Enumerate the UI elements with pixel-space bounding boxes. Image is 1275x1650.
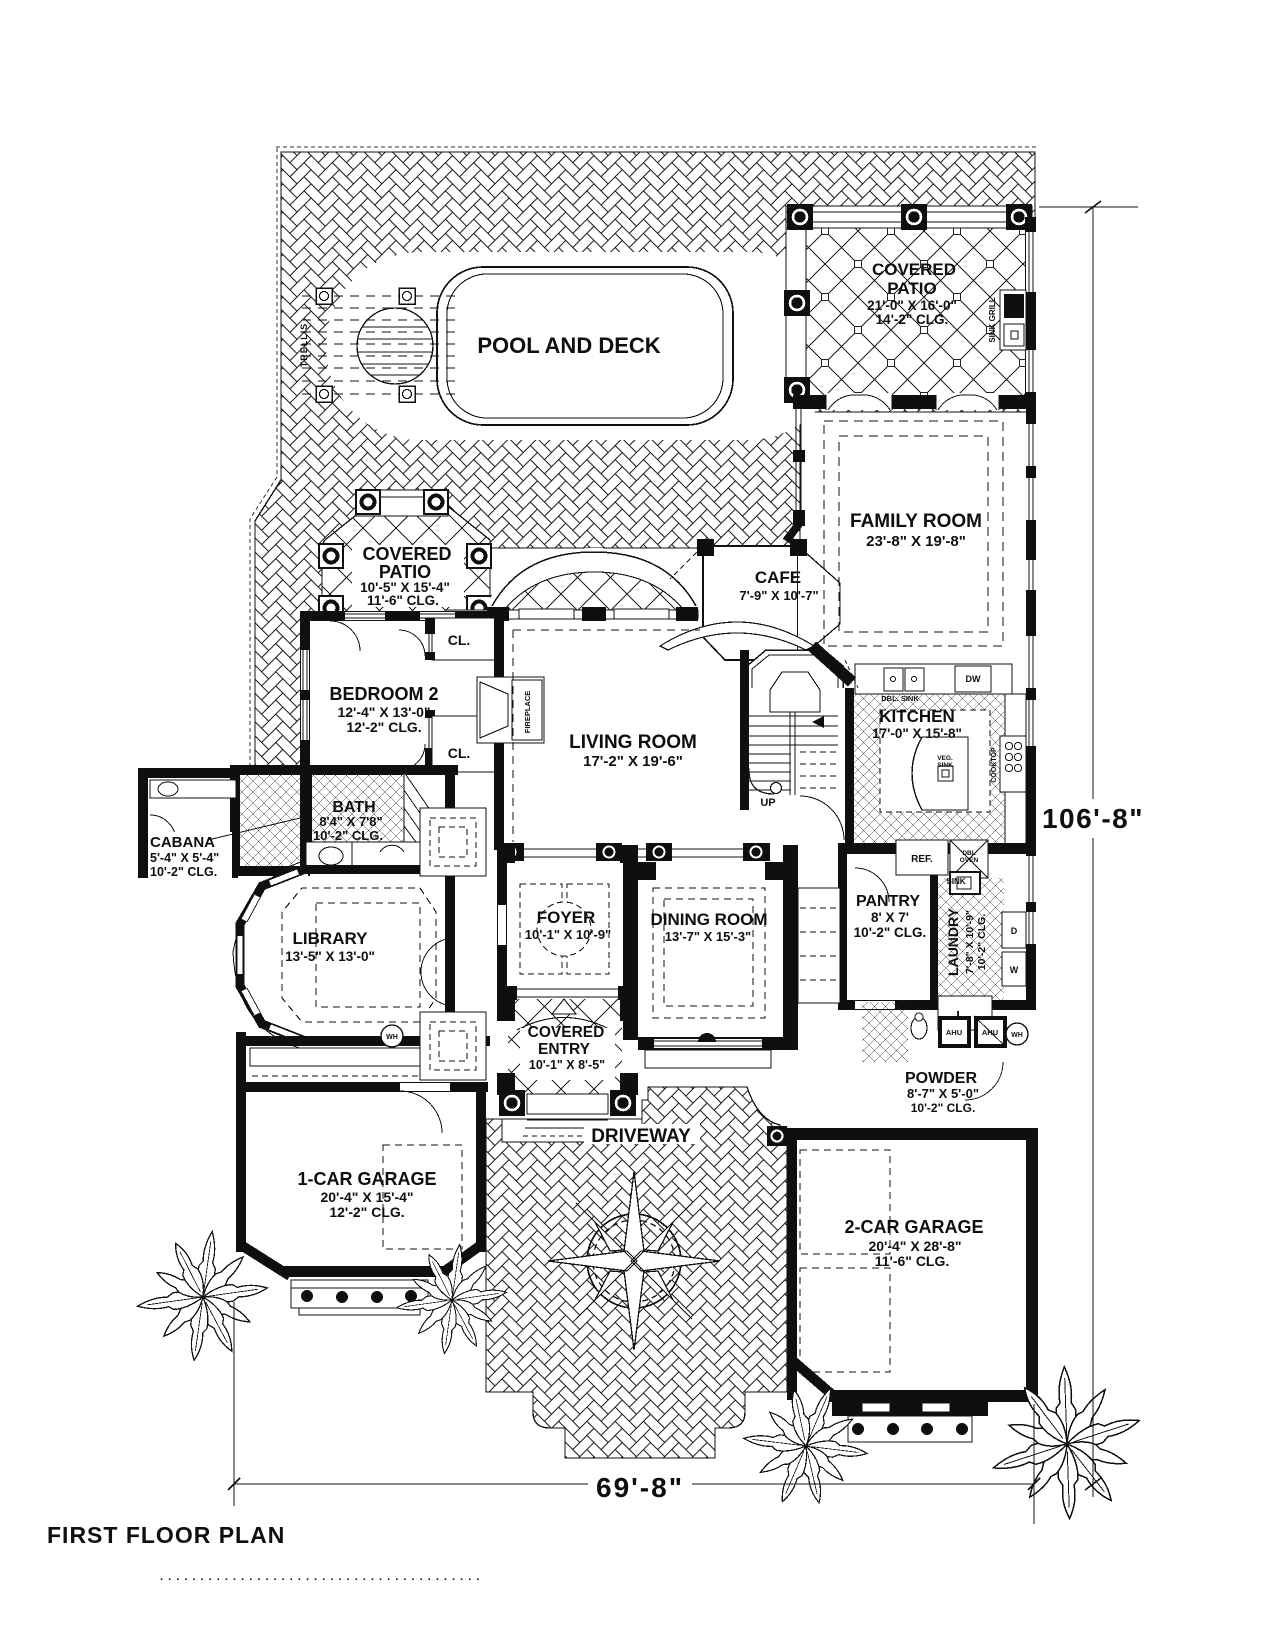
svg-text:KITCHEN: KITCHEN: [879, 707, 955, 726]
svg-text:SINK: SINK: [946, 877, 965, 886]
svg-text:7'-9" X 10'-7": 7'-9" X 10'-7": [739, 588, 818, 603]
svg-text:WH: WH: [386, 1034, 398, 1041]
svg-text:13'-7" X 15'-3": 13'-7" X 15'-3": [665, 929, 751, 944]
svg-text:DBL. SINK: DBL. SINK: [881, 694, 919, 703]
svg-text:17'-0" X 15'-8": 17'-0" X 15'-8": [872, 726, 962, 741]
svg-text:5'-4" X 5'-4": 5'-4" X 5'-4": [150, 851, 219, 865]
svg-text:13'-5" X 13'-0": 13'-5" X 13'-0": [285, 949, 375, 964]
svg-text:21'-0" X 16'-0": 21'-0" X 16'-0": [867, 298, 957, 313]
svg-text:8'4" X 7'8": 8'4" X 7'8": [319, 814, 382, 829]
svg-text:D: D: [1011, 926, 1018, 936]
svg-text:BEDROOM 2: BEDROOM 2: [329, 684, 438, 704]
svg-text:12'-2" CLG.: 12'-2" CLG.: [346, 719, 421, 735]
svg-text:LAUNDRY: LAUNDRY: [945, 907, 961, 976]
svg-text:CL.: CL.: [448, 632, 471, 648]
svg-text:DINING ROOM: DINING ROOM: [650, 910, 767, 929]
svg-text:COOKTOP: COOKTOP: [991, 747, 998, 783]
svg-text:SINK GRILL: SINK GRILL: [988, 297, 997, 342]
svg-text:20'-4" X 28'-8": 20'-4" X 28'-8": [868, 1238, 961, 1254]
svg-text:20'-4" X 15'-4": 20'-4" X 15'-4": [320, 1189, 413, 1205]
svg-text:LIVING ROOM: LIVING ROOM: [569, 732, 697, 753]
svg-text:10'-2" CLG.: 10'-2" CLG.: [854, 925, 927, 940]
svg-text:CABANA: CABANA: [150, 834, 215, 851]
svg-text:COVERED: COVERED: [362, 544, 451, 564]
svg-text:FIREPLACE: FIREPLACE: [523, 691, 532, 734]
svg-text:PATIO: PATIO: [379, 562, 431, 582]
svg-text:POOL AND DECK: POOL AND DECK: [477, 333, 660, 358]
svg-text:17'-2" X 19'-6": 17'-2" X 19'-6": [583, 753, 683, 770]
svg-text:OVEN: OVEN: [960, 857, 979, 864]
svg-text:10'-1" X 10'-9": 10'-1" X 10'-9": [525, 927, 611, 942]
svg-text:10'-2" CLG.: 10'-2" CLG.: [313, 828, 383, 843]
svg-text:COVERED: COVERED: [872, 260, 956, 279]
svg-text:BATH: BATH: [332, 799, 375, 816]
svg-text:VEG.: VEG.: [937, 755, 953, 762]
svg-text:FIRST FLOOR PLAN: FIRST FLOOR PLAN: [47, 1522, 285, 1548]
svg-text:L.: L.: [956, 1008, 968, 1023]
svg-text:PATIO: PATIO: [887, 279, 936, 298]
svg-text:TRELLIS: TRELLIS: [299, 323, 309, 368]
svg-text:2-CAR GARAGE: 2-CAR GARAGE: [844, 1217, 983, 1237]
svg-text:8' X 7': 8' X 7': [871, 910, 909, 925]
svg-text:7'-8" X 10'-9": 7'-8" X 10'-9": [964, 910, 976, 974]
svg-text:UP: UP: [760, 797, 775, 809]
svg-text:DW: DW: [966, 674, 981, 684]
svg-text:10'-2" CLG.: 10'-2" CLG.: [976, 914, 988, 971]
svg-text:10'-1" X 8'-5": 10'-1" X 8'-5": [529, 1058, 605, 1072]
svg-text:COVERED: COVERED: [528, 1024, 605, 1041]
svg-text:8'-7" X 5'-0": 8'-7" X 5'-0": [907, 1086, 979, 1101]
svg-text:DBL: DBL: [962, 850, 975, 857]
svg-text:14'-2" CLG.: 14'-2" CLG.: [876, 312, 949, 327]
svg-text:12'-4" X 13'-0": 12'-4" X 13'-0": [337, 704, 430, 720]
svg-text:LIBRARY: LIBRARY: [293, 929, 369, 948]
svg-text:FAMILY ROOM: FAMILY ROOM: [850, 511, 982, 532]
svg-text:AHU: AHU: [946, 1028, 962, 1037]
svg-text:AHU: AHU: [982, 1028, 998, 1037]
svg-text:CAFE: CAFE: [755, 568, 801, 587]
svg-text:1-CAR GARAGE: 1-CAR GARAGE: [297, 1169, 436, 1189]
svg-text:DRIVEWAY: DRIVEWAY: [591, 1126, 691, 1147]
svg-text:106'-8": 106'-8": [1042, 803, 1144, 834]
svg-text:CL.: CL.: [448, 745, 471, 761]
svg-text:PANTRY: PANTRY: [856, 893, 920, 910]
svg-text:11'-6" CLG.: 11'-6" CLG.: [367, 593, 439, 608]
svg-text:10'-2" CLG.: 10'-2" CLG.: [150, 865, 217, 879]
svg-text:FOYER: FOYER: [537, 908, 596, 927]
svg-text:10'-2" CLG.: 10'-2" CLG.: [911, 1101, 976, 1115]
svg-text:12'-2" CLG.: 12'-2" CLG.: [329, 1204, 404, 1220]
svg-text:11'-6" CLG.: 11'-6" CLG.: [875, 1253, 950, 1269]
svg-text:10'-5" X 15'-4": 10'-5" X 15'-4": [360, 580, 450, 595]
svg-text:69'-8": 69'-8": [596, 1472, 684, 1503]
svg-text:23'-8" X 19'-8": 23'-8" X 19'-8": [866, 533, 966, 550]
svg-text:WH: WH: [1011, 1032, 1023, 1039]
svg-text:POWDER: POWDER: [905, 1070, 977, 1087]
svg-text:REF.: REF.: [911, 854, 933, 865]
svg-text:ENTRY: ENTRY: [538, 1041, 591, 1058]
svg-text:SINK: SINK: [937, 762, 953, 769]
svg-text:. . . . . . . . . . . . . . .: . . . . . . . . . . . . . . . . . . . . …: [160, 1571, 480, 1583]
svg-text:W: W: [1010, 965, 1019, 975]
